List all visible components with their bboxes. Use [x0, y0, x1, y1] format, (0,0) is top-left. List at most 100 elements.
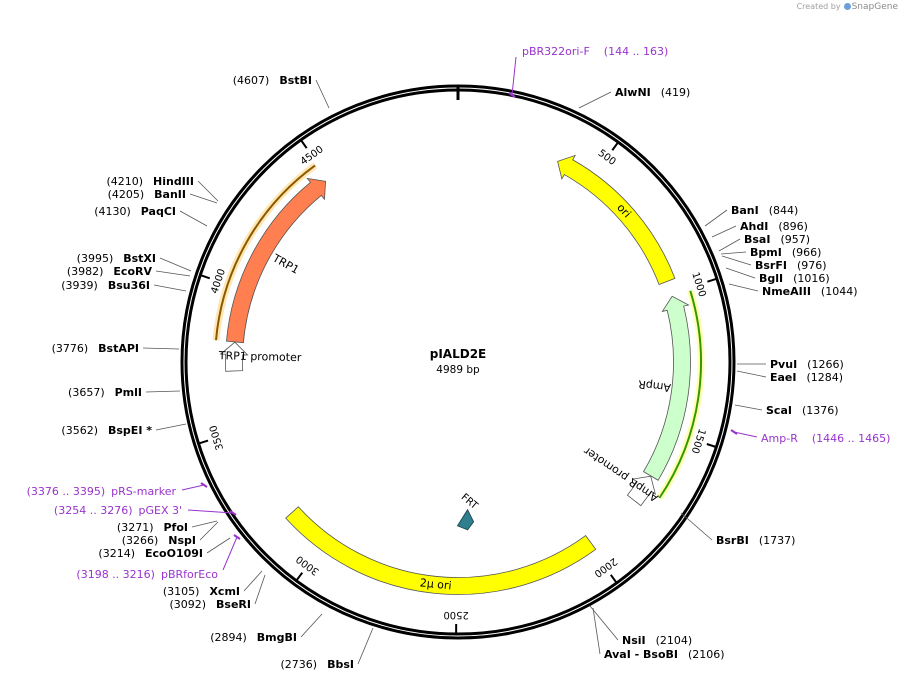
site-line-ecoo109i: [206, 537, 231, 554]
snapgene-logo-icon: [843, 3, 851, 10]
site-line-bani: [704, 209, 728, 227]
site-line-pfoi: [191, 520, 218, 528]
site-label-ecorv[interactable]: (3982)EcoRV: [67, 265, 153, 278]
site-label-ecoo109i[interactable]: (3214)EcoO109I: [98, 547, 203, 560]
feature-ampr-promoter[interactable]: [626, 475, 657, 507]
primer-label-pgex-3[interactable]: (3254 .. 3276)pGEX 3': [54, 504, 182, 517]
primer-label-pbrforeco[interactable]: (3198 .. 3216)pBRforEco: [76, 568, 218, 581]
feature-label-trp1: TRP1: [270, 251, 302, 277]
site-line-ecorv: [155, 270, 191, 277]
orf-line-1: [215, 164, 316, 341]
site-label-nmeaiii[interactable]: NmeAIII(1044): [762, 285, 858, 298]
primer-line-pbrforeco: [222, 536, 238, 571]
site-label-pvui[interactable]: PvuI(1266): [770, 358, 844, 371]
feature-trp1[interactable]: [226, 177, 327, 344]
site-label-bstapi[interactable]: (3776)BstAPI: [52, 342, 139, 355]
site-line-hindiii: [197, 180, 219, 202]
site-line-nsii: [589, 605, 619, 641]
site-line-xcmi: [243, 570, 263, 592]
site-label-bseri[interactable]: (3092)BseRI: [169, 598, 251, 611]
site-line-bseri: [254, 574, 266, 605]
credit-prefix: Created by: [796, 2, 841, 11]
site-line-ahdi: [711, 225, 737, 238]
site-label-bmgbi[interactable]: (2894)BmgBI: [210, 631, 297, 644]
primer-line-prs-marker: [181, 484, 205, 491]
site-label-ahdi[interactable]: AhdI(896): [740, 220, 808, 233]
feature-trp1-promoter[interactable]: [219, 341, 249, 372]
site-label-bgli[interactable]: BglI(1016): [759, 272, 830, 285]
site-line-bbsi: [357, 627, 374, 665]
site-line-paqci: [179, 210, 208, 227]
plasmid-backbone: [180, 84, 736, 640]
site-line-nspi: [199, 521, 219, 541]
site-label-scai[interactable]: ScaI(1376): [766, 404, 839, 417]
primer-mark-prs-marker: [200, 482, 208, 488]
site-line-eaei: [736, 370, 767, 378]
primer-mark-pgex-3: [229, 510, 237, 516]
primer-sites: pBR322ori-F(144 .. 163) Amp-R(1446 .. 146…: [27, 45, 891, 581]
site-label-bpmi[interactable]: BpmI(966): [750, 246, 821, 259]
site-label-bsai[interactable]: BsaI(957): [744, 233, 810, 246]
site-label-nsii[interactable]: NsiI(2104): [622, 634, 692, 647]
site-label-hindiii[interactable]: (4210)HindIII: [106, 175, 194, 188]
site-line-banii: [189, 193, 218, 204]
orf-line-0: [658, 290, 702, 499]
site-line-bstapi: [142, 347, 180, 350]
site-label-bbsi[interactable]: (2736)BbsI: [281, 658, 354, 671]
site-label-pmli[interactable]: (3657)PmlI: [68, 386, 142, 399]
site-label-bstbi[interactable]: (4607)BstBI: [233, 74, 312, 87]
primer-label-prs-marker[interactable]: (3376 .. 3395)pRS-marker: [27, 485, 177, 498]
site-label-bspei[interactable]: (3562)BspEI *: [61, 424, 152, 437]
site-line-bmgbi: [300, 613, 323, 638]
tick-4000: [199, 274, 211, 280]
tick-label-500: 500: [596, 148, 618, 168]
primer-label-amp-r[interactable]: Amp-R(1446 .. 1465): [761, 432, 890, 445]
site-label-banii[interactable]: (4205)BanII: [108, 188, 186, 201]
primer-mark-amp-r: [730, 429, 738, 435]
site-label-bsrbi[interactable]: BsrBI(1737): [716, 534, 795, 547]
site-label-bsu36i[interactable]: (3939)Bsu36I: [61, 279, 150, 292]
feature-label-trp1-promoter: TRP1 promoter: [218, 349, 302, 364]
site-label-eaei[interactable]: EaeI(1284): [770, 371, 843, 384]
restriction-sites: AlwNI(419) BanI(844) AhdI(896)BsaI(957)Bpm…: [52, 74, 858, 671]
feature-ori[interactable]: [557, 154, 676, 285]
tick-500: [611, 141, 619, 151]
primer-mark-pbr322ori-f: [508, 92, 516, 98]
site-line-bgli: [725, 267, 756, 279]
site-label-bstxi[interactable]: (3995)BstXI: [77, 252, 156, 265]
site-label-nspi[interactable]: (3266)NspI: [122, 534, 196, 547]
site-label-bani[interactable]: BanI(844): [731, 204, 798, 217]
site-label-alwni[interactable]: AlwNI(419): [615, 86, 690, 99]
tick-1500: [706, 443, 717, 449]
site-line-pmli: [145, 390, 181, 393]
tick-1000: [707, 277, 718, 283]
feature-ampr[interactable]: [642, 295, 691, 481]
tick-4500: [300, 139, 308, 149]
feature-frt[interactable]: [456, 508, 475, 531]
primer-label-pbr322ori-f[interactable]: pBR322ori-F(144 .. 163): [522, 45, 668, 58]
site-label-avai-bsobi[interactable]: AvaI - BsoBI(2106): [604, 648, 725, 661]
primer-line-amp-r: [733, 431, 758, 438]
site-label-xcmi[interactable]: (3105)XcmI: [163, 585, 240, 598]
site-line-nmeaiii: [728, 283, 759, 292]
feature-label-2u-ori: 2μ ori: [419, 576, 452, 592]
feature-2u-ori[interactable]: [285, 506, 597, 595]
tick-3500: [198, 439, 209, 445]
plasmid-length: 4989 bp: [436, 364, 480, 376]
site-line-alwni: [578, 91, 612, 109]
site-line-bsrfi: [721, 255, 752, 266]
tick-3000: [295, 572, 304, 582]
site-label-pfoi[interactable]: (3271)PfoI: [117, 521, 188, 534]
site-line-avai-bsobi: [592, 607, 601, 655]
site-label-bsrfi[interactable]: BsrFI(976): [755, 259, 827, 272]
site-line-bsu36i: [153, 284, 187, 292]
site-line-bsrbi: [680, 512, 713, 541]
credit-brand: SnapGene: [851, 2, 898, 12]
site-line-bstxi: [159, 257, 192, 272]
tick-label-2000: 2000: [592, 555, 619, 579]
site-label-paqci[interactable]: (4130)PaqCI: [94, 205, 176, 218]
orf-arcs: [212, 162, 705, 500]
site-line-bsai: [718, 238, 741, 252]
primer-line-pbr322ori-f: [511, 56, 517, 96]
tick-label-3000: 3000: [294, 553, 321, 577]
